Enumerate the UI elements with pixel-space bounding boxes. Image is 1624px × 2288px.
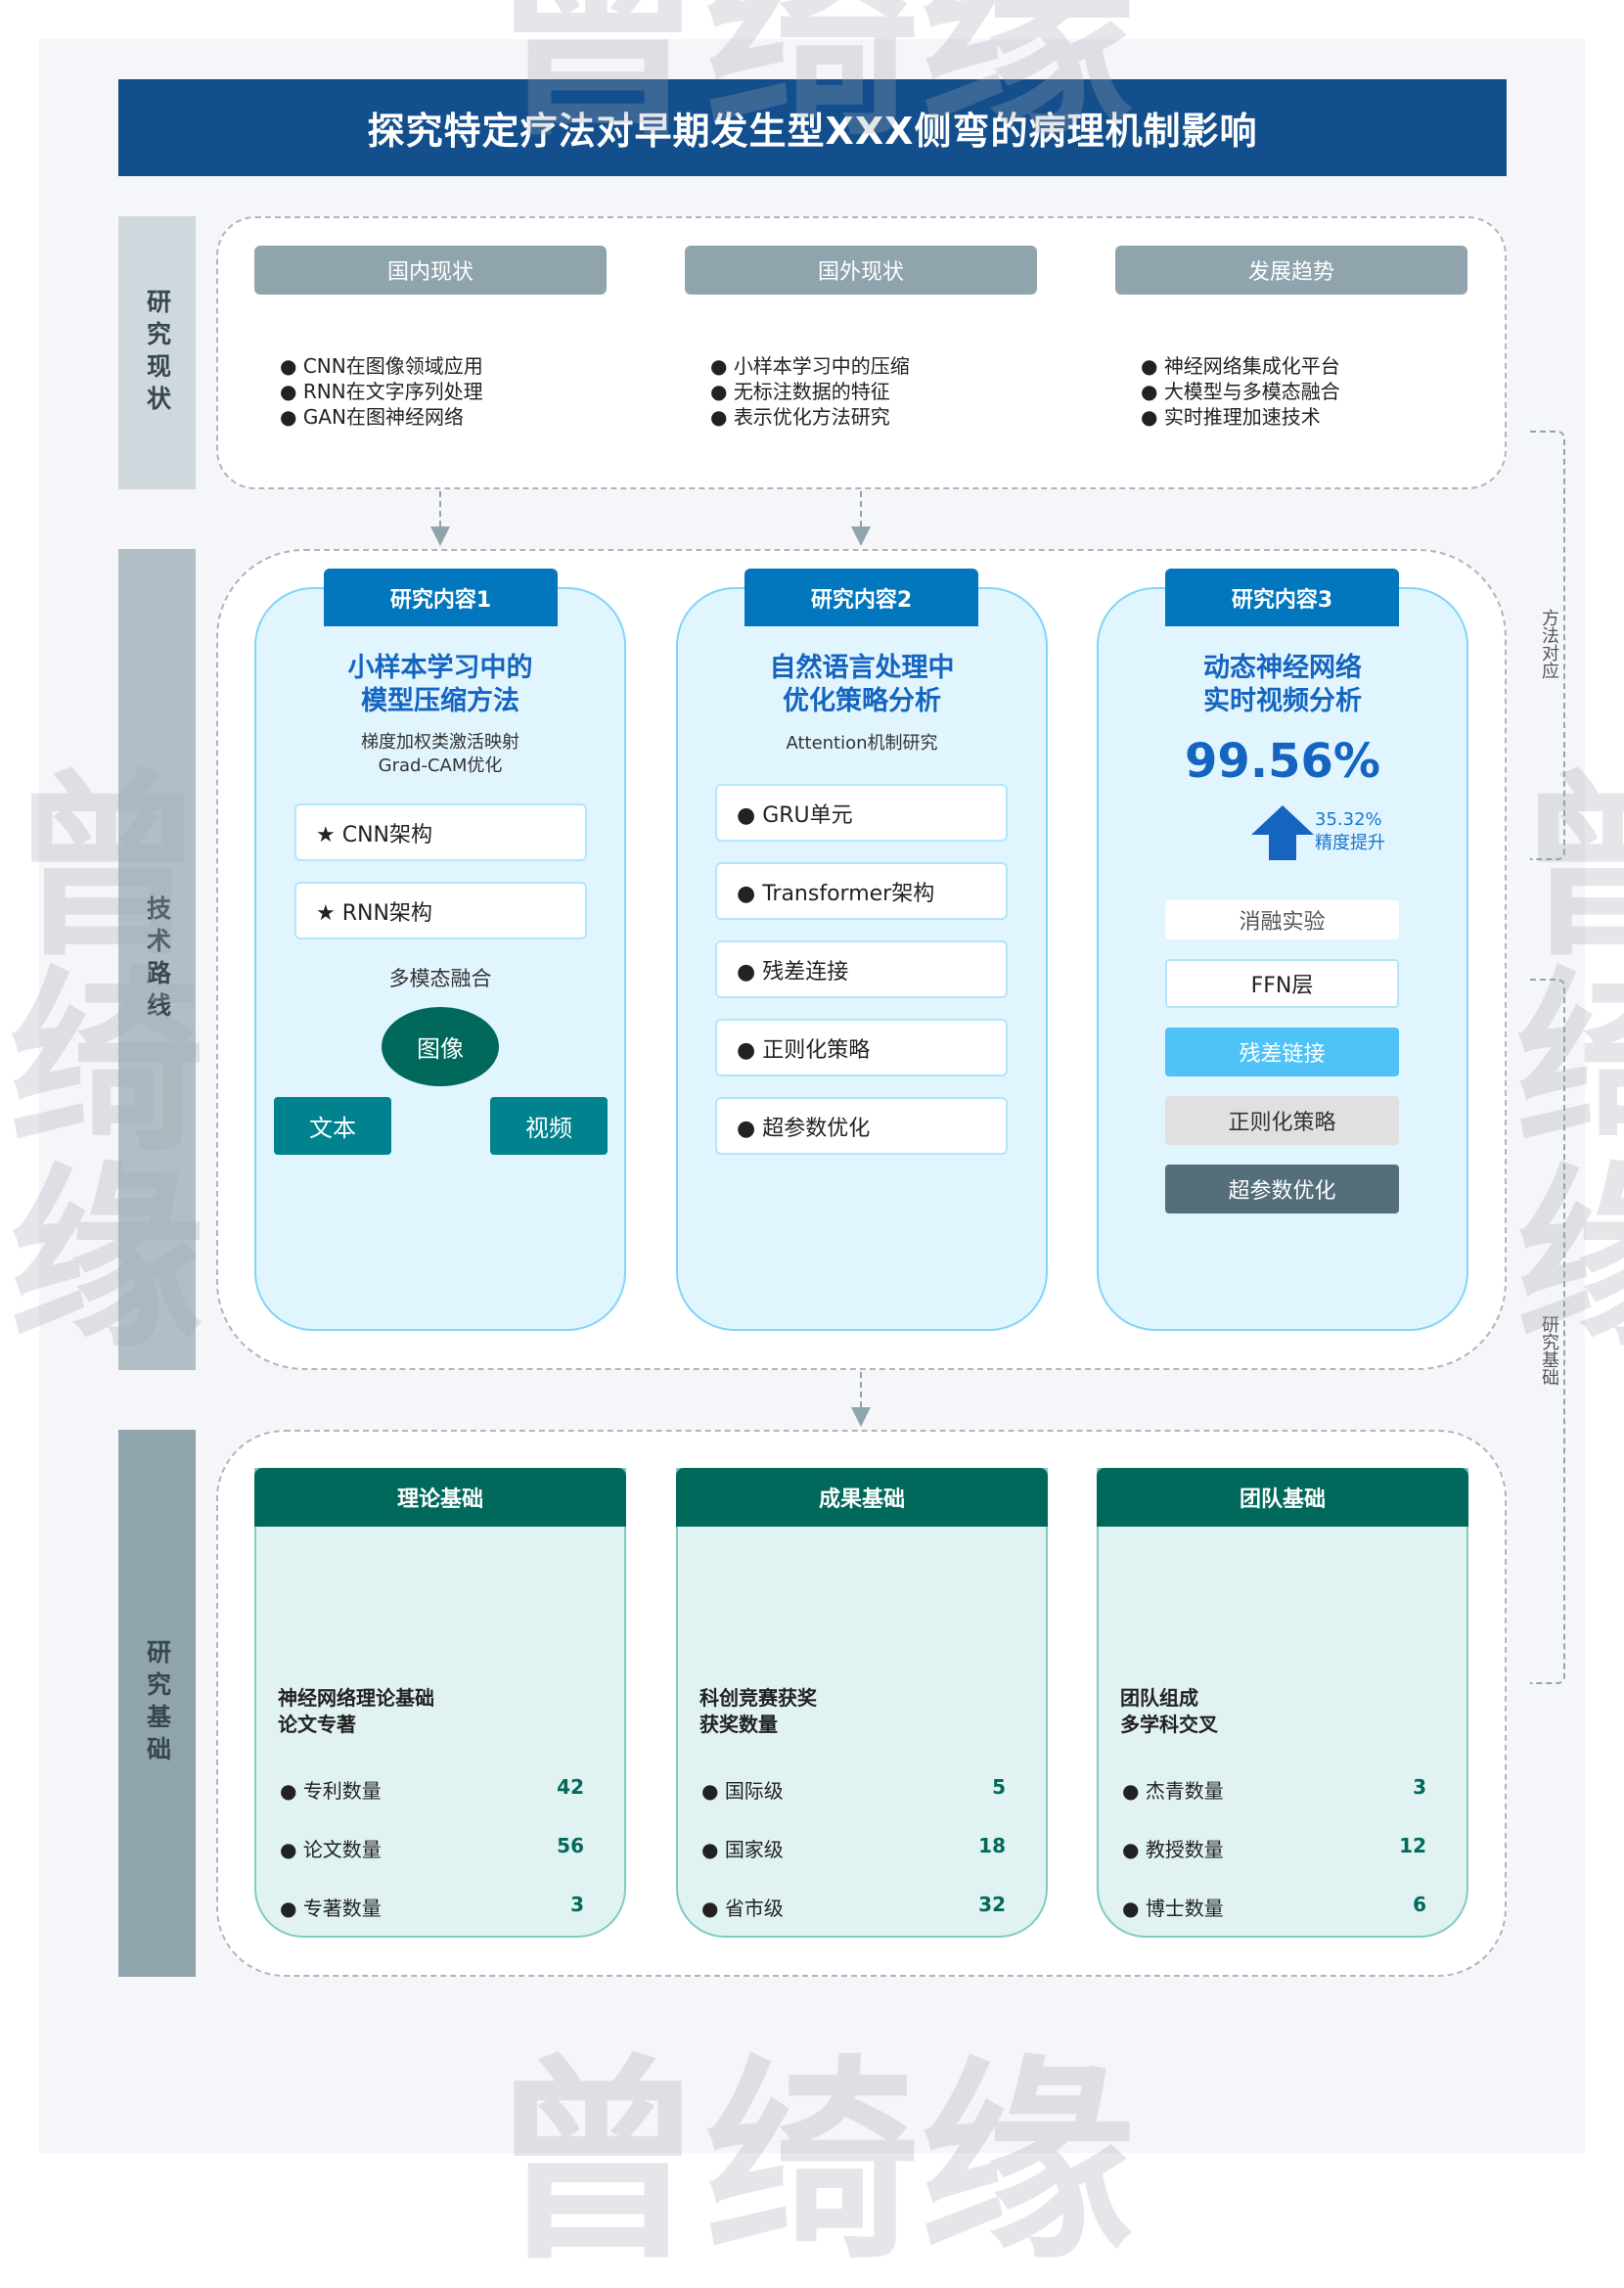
arrow-up-icon (1251, 805, 1314, 860)
list-item: 大模型与多模态融合 (1163, 380, 1340, 403)
status-header-foreign: 国外现状 (685, 246, 1037, 295)
list-item: GAN在图神经网络 (302, 405, 464, 429)
arrow-down-icon (430, 526, 450, 546)
foundation-subtitle: 团队组成多学科交叉 (1120, 1686, 1218, 1736)
side-label-route: 技术路线 (118, 549, 196, 1370)
list-item: 神经网络集成化平台 (1163, 354, 1340, 378)
list-item: 小样本学习中的压缩 (733, 354, 910, 378)
list-item: CNN在图像领域应用 (302, 354, 483, 378)
status-list-domestic: ● CNN在图像领域应用 ● RNN在文字序列处理 ● GAN在图神经网络 (280, 354, 483, 429)
page-title: 探究特定疗法对早期发生型XXX侧弯的病理机制影响 (118, 79, 1507, 176)
connector-line (860, 1372, 862, 1407)
item-regularization: ● 正则化策略 (715, 1019, 1008, 1076)
accuracy-metric: 99.56% (1185, 734, 1380, 789)
connector-line (439, 491, 441, 526)
foundation-subtitle: 神经网络理论基础论文专著 (278, 1686, 434, 1736)
improvement: 35.32%精度提升 (1315, 809, 1385, 853)
arrow-down-icon (851, 526, 871, 546)
node-video: 视频 (490, 1097, 608, 1155)
foundation-header-results: 成果基础 (676, 1468, 1048, 1527)
fusion-label: 多模态融合 (388, 967, 492, 990)
btn-ablation: 消融实验 (1165, 900, 1399, 939)
research-title-3: 动态神经网络实时视频分析 (1203, 653, 1362, 716)
node-text: 文本 (274, 1097, 391, 1155)
bracket-label-foundation: 研究基础 (1536, 1311, 1561, 1390)
research-tab-1: 研究内容1 (324, 569, 558, 626)
item-transformer: ● Transformer架构 (715, 862, 1008, 920)
research-title-2: 自然语言处理中优化策略分析 (769, 653, 955, 716)
research-title-1: 小样本学习中的模型压缩方法 (347, 653, 533, 716)
foundation-header-theory: 理论基础 (254, 1468, 626, 1527)
btn-residual: 残差链接 (1165, 1028, 1399, 1076)
list-item: 实时推理加速技术 (1163, 405, 1321, 429)
connector-line (860, 491, 862, 526)
foundation-subtitle: 科创竞赛获奖获奖数量 (699, 1686, 817, 1736)
item-rnn: ★ RNN架构 (294, 882, 587, 939)
node-image: 图像 (382, 1007, 499, 1086)
list-item: RNN在文字序列处理 (302, 380, 483, 403)
status-header-domestic: 国内现状 (254, 246, 607, 295)
foundation-card-results (676, 1468, 1048, 1938)
status-list-foreign: ● 小样本学习中的压缩 ● 无标注数据的特征 ● 表示优化方法研究 (710, 354, 910, 429)
status-header-trend: 发展趋势 (1115, 246, 1467, 295)
btn-hyperparam: 超参数优化 (1165, 1165, 1399, 1213)
item-residual: ● 残差连接 (715, 940, 1008, 998)
research-subtitle-2: Attention机制研究 (786, 733, 938, 754)
item-gru: ● GRU单元 (715, 784, 1008, 842)
arrow-down-icon (851, 1407, 871, 1427)
bracket-method (1530, 431, 1565, 860)
bracket-label-method: 方法对应 (1536, 605, 1561, 683)
list-item: 无标注数据的特征 (733, 380, 890, 403)
foundation-header-team: 团队基础 (1097, 1468, 1468, 1527)
research-card-1 (254, 587, 626, 1331)
list-item: 表示优化方法研究 (733, 405, 890, 429)
btn-ffn: FFN层 (1165, 959, 1399, 1008)
btn-regularization: 正则化策略 (1165, 1096, 1399, 1145)
bracket-foundation (1530, 979, 1565, 1684)
item-hyperparam: ● 超参数优化 (715, 1097, 1008, 1155)
research-tab-2: 研究内容2 (744, 569, 978, 626)
side-label-status: 研究现状 (118, 216, 196, 489)
side-label-foundation: 研究基础 (118, 1430, 196, 1977)
foundation-card-team (1097, 1468, 1468, 1938)
foundation-card-theory (254, 1468, 626, 1938)
status-list-trend: ● 神经网络集成化平台 ● 大模型与多模态融合 ● 实时推理加速技术 (1141, 354, 1340, 429)
item-cnn: ★ CNN架构 (294, 803, 587, 861)
research-tab-3: 研究内容3 (1165, 569, 1399, 626)
